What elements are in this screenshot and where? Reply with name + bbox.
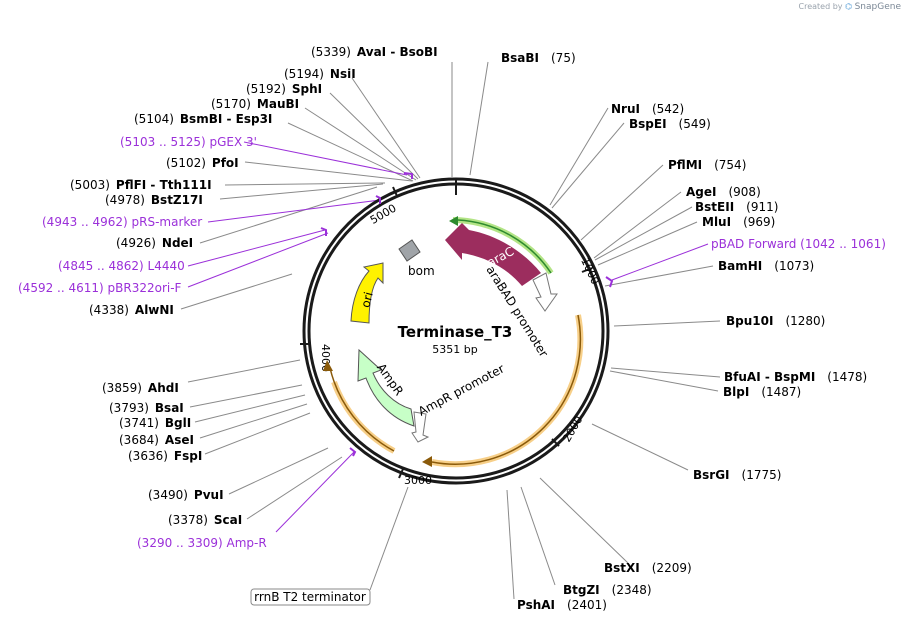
site-bsrgi[interactable]: BsrGI(1775) xyxy=(693,468,781,482)
site-bsabi[interactable]: BsaBI(75) xyxy=(501,51,576,65)
site-fspi[interactable]: (3636)FspI xyxy=(128,449,202,463)
ori-feature xyxy=(350,262,384,324)
plasmid-name: Terminase_T3 xyxy=(398,323,513,341)
plasmid-length: 5351 bp xyxy=(432,343,477,356)
site-btgzi[interactable]: BtgZI(2348) xyxy=(563,583,652,597)
credit-brand: SnapGene xyxy=(854,2,901,12)
ampr-promoter-feature xyxy=(411,411,430,443)
site-bsteii[interactable]: BstEII(911) xyxy=(695,200,778,214)
tick-label-3000: 3000 xyxy=(404,474,432,487)
site-bsmbi[interactable]: (5104)BsmBI - Esp3I xyxy=(134,112,272,126)
site-mlui[interactable]: MluI(969) xyxy=(702,215,775,229)
site-aval[interactable]: (5339)AvaI - BsoBI xyxy=(311,45,438,59)
primer-prsmarker[interactable]: (4943 .. 4962) pRS-marker xyxy=(42,215,202,229)
orange-feature-left-arrowhead xyxy=(323,360,333,371)
primer-pgex3[interactable]: (5103 .. 5125) pGEX 3' xyxy=(120,135,257,149)
site-bstxi[interactable]: BstXI(2209) xyxy=(604,561,692,575)
site-leader-lines xyxy=(180,61,721,600)
primer-leader-lines xyxy=(187,141,709,533)
ampr-feature xyxy=(357,348,415,427)
primer-labels: (5103 .. 5125) pGEX 3' (4943 .. 4962) pR… xyxy=(18,135,886,550)
orange-feature-right xyxy=(431,314,582,465)
orange-feature-right-arrowhead xyxy=(422,456,432,467)
site-pflfi[interactable]: (5003)PflFI - Tth111I xyxy=(70,178,212,192)
arabad-promoter-feature xyxy=(532,272,558,312)
site-maubi[interactable]: (5170)MauBI xyxy=(211,97,299,111)
primer-l4440[interactable]: (4845 .. 4862) L4440 xyxy=(58,259,185,273)
credit-prefix: Created by xyxy=(798,2,843,11)
primer-markers xyxy=(320,172,614,457)
site-bspei[interactable]: BspEI(549) xyxy=(629,117,711,131)
site-bstz17i[interactable]: (4978)BstZ17I xyxy=(105,193,203,207)
ori-label: ori xyxy=(358,290,376,309)
site-ahdi[interactable]: (3859)AhdI xyxy=(102,381,179,395)
arac-direction-arrowhead xyxy=(449,216,458,226)
site-sphi[interactable]: (5192)SphI xyxy=(246,82,322,96)
orange-feature-left xyxy=(329,367,395,452)
site-bgli[interactable]: (3741)BglI xyxy=(119,416,191,430)
tick-marks xyxy=(300,186,593,479)
snapgene-logo-icon: ⌬ xyxy=(845,2,853,11)
site-asei[interactable]: (3684)AseI xyxy=(119,433,194,447)
arac-direction-arc xyxy=(457,219,552,274)
primer-pbr322ori[interactable]: (4592 .. 4611) pBR322ori-F xyxy=(18,281,182,295)
site-alwni[interactable]: (4338)AlwNI xyxy=(89,303,174,317)
site-blpi[interactable]: BlpI(1487) xyxy=(723,385,801,399)
terminator-label: rrnB T2 terminator xyxy=(254,590,366,604)
site-pvui[interactable]: (3490)PvuI xyxy=(148,488,224,502)
primer-pbadfwd[interactable]: pBAD Forward (1042 .. 1061) xyxy=(711,237,886,251)
site-labels-left: (5339)AvaI - BsoBI (5194)NsiI (5192)SphI… xyxy=(70,45,438,527)
site-nrui[interactable]: NruI(542) xyxy=(611,102,684,116)
site-bpu10i[interactable]: Bpu10I(1280) xyxy=(726,314,825,328)
site-bamhi[interactable]: BamHI(1073) xyxy=(718,259,814,273)
primer-ampr[interactable]: (3290 .. 3309) Amp-R xyxy=(137,536,267,550)
site-labels-right: BsaBI(75) NruI(542) BspEI(549) PflMI(754… xyxy=(501,51,867,612)
site-bsai[interactable]: (3793)BsaI xyxy=(109,401,184,415)
site-scai[interactable]: (3378)ScaI xyxy=(168,513,242,527)
site-pflmi[interactable]: PflMI(754) xyxy=(668,158,746,172)
bom-feature xyxy=(398,239,421,262)
site-pfoi[interactable]: (5102)PfoI xyxy=(166,156,239,170)
ampr-promoter-label: AmpR promoter xyxy=(416,361,507,418)
site-bfuai[interactable]: BfuAI - BspMI(1478) xyxy=(724,370,867,384)
site-nsii[interactable]: (5194)NsiI xyxy=(284,67,356,81)
site-ndei[interactable]: (4926)NdeI xyxy=(116,236,193,250)
bom-label: bom xyxy=(408,264,435,278)
site-pshai[interactable]: PshAI(2401) xyxy=(517,598,607,612)
snapgene-credit: Created by ⌬ SnapGene xyxy=(799,2,902,12)
arac-feature xyxy=(445,223,541,286)
terminator-box[interactable] xyxy=(250,588,371,606)
site-agei[interactable]: AgeI(908) xyxy=(686,185,761,199)
